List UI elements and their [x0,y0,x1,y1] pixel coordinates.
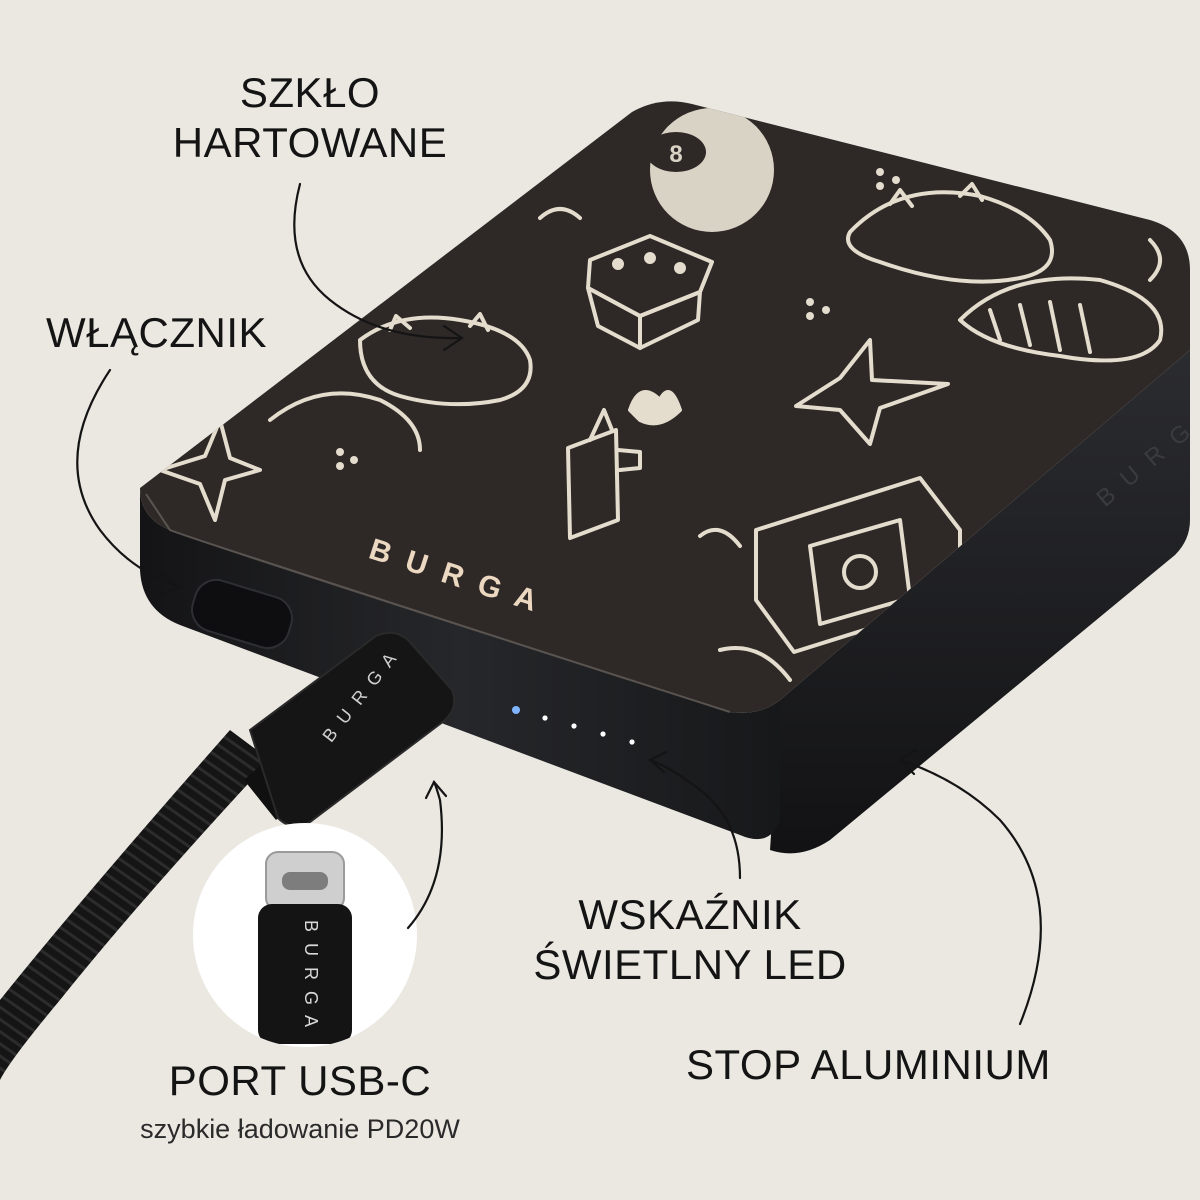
cat-sleeping-icon [846,182,1164,363]
lighter-icon [566,390,682,540]
led-dot [571,723,577,729]
label-tempered-glass-line1: SZKŁO [239,69,381,116]
dice-icon [586,234,714,350]
power-bank: 8 [140,101,1199,854]
arrow-glass [293,182,462,340]
label-tempered-glass: SZKŁO HARTOWANE [140,68,480,168]
led-indicator [512,706,635,745]
led-dot [629,739,635,745]
svg-text:8: 8 [669,141,682,168]
glass-illustrations: 8 [158,108,1164,682]
cat-grumpy-icon [268,312,533,452]
led-dot [542,715,548,721]
aluminium-side-right [770,350,1190,854]
label-tempered-glass-line2: HARTOWANE [172,119,448,166]
led-dot [600,731,606,737]
power-button[interactable] [187,575,298,654]
arrow-led [648,758,742,880]
arrow-aluminium [898,758,1042,1026]
arrow-port [406,780,443,930]
label-led-line1: WSKAŹNIK [578,891,802,938]
led-dot [512,706,520,714]
callout-arrows [76,182,1042,1026]
label-fast-charging: szybkie ładowanie PD20W [140,1114,460,1144]
usb-c-cable: B U R G A [0,631,456,1080]
usb-c-inset: B U R G A [193,823,417,1047]
label-led-indicator: WSKAŹNIK ŚWIETLNY LED [500,890,880,990]
label-power-button: WŁĄCZNIK [46,309,268,356]
aluminium-side-front [140,488,780,840]
star-icon [794,338,950,446]
arrow-power [76,368,180,588]
brand-logo-inset: B U R G A [301,920,321,1030]
label-usb-c-port: PORT USB-C [168,1057,432,1104]
eight-ball-icon: 8 [646,108,774,232]
label-led-line2: ŚWIETLNY LED [533,941,847,988]
star-small-icon [158,418,262,522]
label-aluminium: STOP ALUMINIUM [686,1041,1051,1088]
